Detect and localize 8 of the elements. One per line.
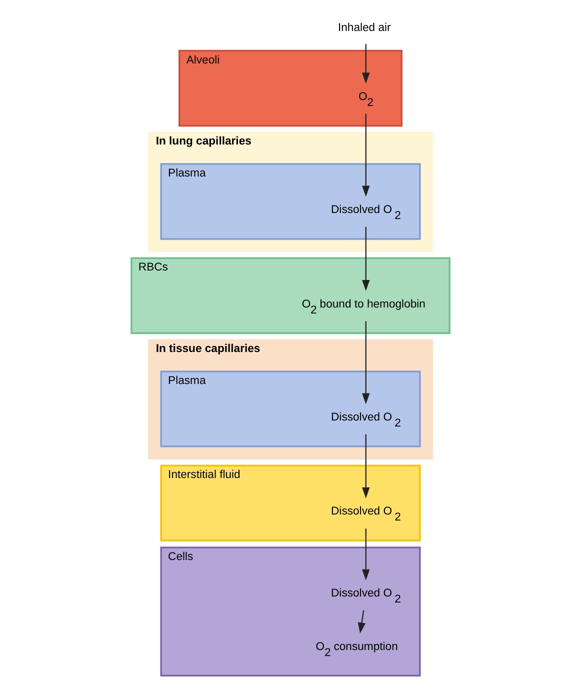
- arrow: [362, 434, 370, 498]
- arrow: [362, 528, 370, 580]
- arrow: [362, 321, 370, 404]
- arrow: [362, 114, 370, 197]
- node-text: Inhaled air: [338, 22, 391, 34]
- arrow: [362, 44, 370, 84]
- arrow: [362, 226, 370, 291]
- arrow: [358, 610, 366, 634]
